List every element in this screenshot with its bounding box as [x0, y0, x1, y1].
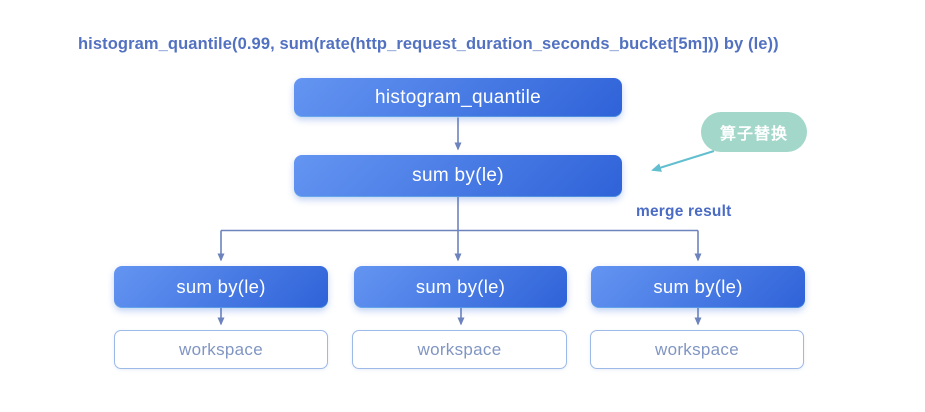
workspace-box: workspace [590, 330, 804, 369]
node-sum-by-le-child: sum by(le) [114, 266, 328, 308]
workspace-box: workspace [114, 330, 328, 369]
node-sum-by-le-child: sum by(le) [354, 266, 567, 308]
operator-replacement-badge: 算子替换 [701, 112, 807, 152]
badge-callout-arrow [651, 150, 715, 172]
node-sum-by-le-child: sum by(le) [591, 266, 805, 308]
node-histogram-quantile: histogram_quantile [294, 78, 622, 117]
node-sum-by-le-merged: sum by(le) [294, 155, 622, 197]
workspace-box: workspace [352, 330, 567, 369]
promql-query-expression: histogram_quantile(0.99, sum(rate(http_r… [78, 35, 779, 53]
merge-result-label: merge result [636, 203, 732, 220]
